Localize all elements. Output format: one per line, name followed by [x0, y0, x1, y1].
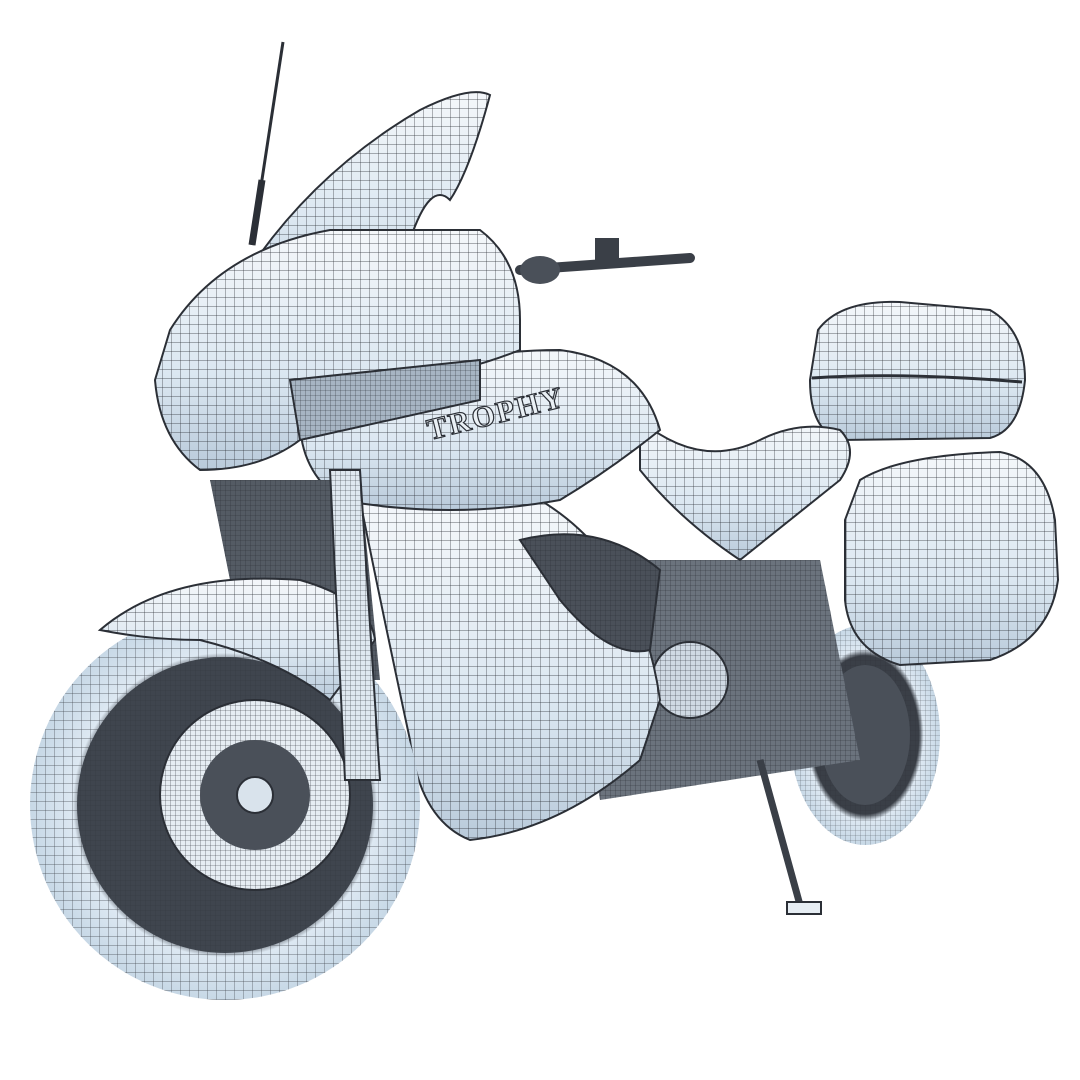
top-case	[808, 300, 1027, 442]
front-fork	[328, 469, 382, 781]
saddlebag	[844, 450, 1060, 667]
lower-fairing	[358, 499, 662, 842]
front-fairing	[153, 229, 521, 472]
kickstand	[756, 759, 822, 915]
front-wheel	[30, 610, 420, 1000]
front-fender	[97, 577, 377, 702]
antenna	[248, 41, 285, 246]
handlebar	[515, 238, 695, 284]
seat	[639, 417, 851, 562]
